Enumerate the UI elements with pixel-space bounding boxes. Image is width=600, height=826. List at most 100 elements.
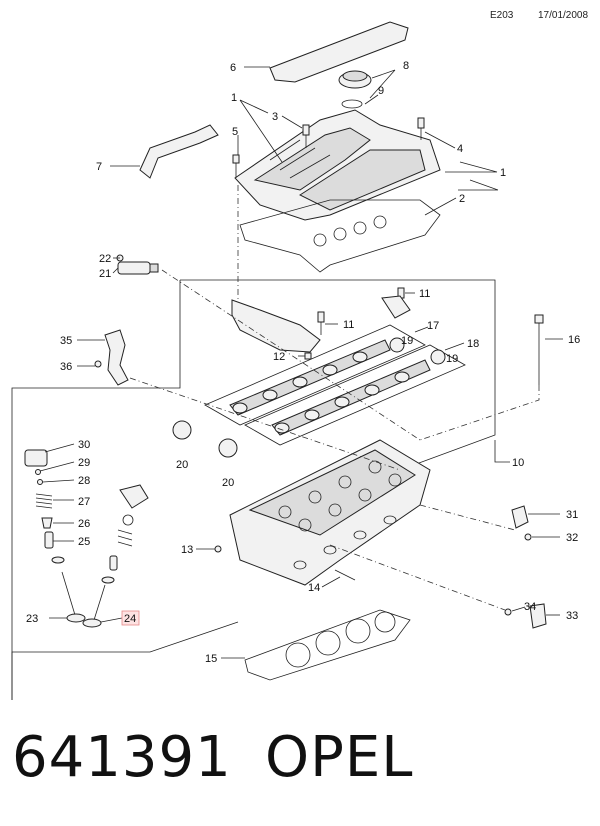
callout-17: 17	[427, 320, 439, 332]
callout-11-mid: 11	[343, 319, 354, 331]
bolt-34	[504, 608, 512, 616]
callout-21: 21	[99, 268, 111, 280]
assembly-line-e	[329, 544, 506, 611]
frame-bottom	[11, 621, 239, 700]
bolt-4	[417, 117, 425, 140]
callout-27: 27	[78, 496, 90, 508]
callout-19-right: 19	[446, 353, 458, 365]
frame-upper	[180, 279, 496, 471]
callout-20-right: 20	[222, 477, 234, 489]
callout-15: 15	[205, 653, 217, 665]
bolt-32	[524, 533, 532, 541]
callout-23: 23	[26, 613, 38, 625]
callout-labels: 6 8 9 1 3 5 4 7 1 2 22 21 11 11 17 16 18…	[26, 60, 580, 665]
cylinder-head-bolt	[534, 314, 544, 385]
valve-spring-27	[35, 493, 53, 509]
callout-16: 16	[568, 334, 580, 346]
callout-28: 28	[78, 475, 90, 487]
frame-right-10	[494, 440, 510, 463]
callout-1-top: 1	[231, 92, 237, 104]
callout-24: 24	[124, 613, 136, 625]
callout-2: 2	[459, 193, 465, 205]
intake-valve	[61, 571, 86, 623]
exhaust-valve	[82, 584, 106, 628]
callout-33: 33	[566, 610, 578, 622]
dowel-12	[304, 352, 312, 360]
callout-5: 5	[232, 126, 238, 138]
camshaft-seal-a	[389, 337, 405, 353]
filler-cap-seal	[341, 99, 363, 109]
diagram-date: 17/01/2008	[538, 10, 589, 21]
callout-6: 6	[230, 62, 236, 74]
camshaft-seal-b	[430, 349, 446, 365]
callout-24-highlight	[121, 610, 140, 626]
callout-30: 30	[78, 439, 90, 451]
cylinder-head	[229, 439, 431, 586]
bracket-11	[381, 295, 411, 319]
part-number: 641391	[12, 725, 232, 790]
callout-10: 10	[512, 457, 524, 469]
callout-36: 36	[60, 361, 72, 373]
camshaft-housing	[231, 299, 321, 353]
frame-left	[11, 280, 181, 700]
valve-seal-25	[44, 531, 54, 549]
callout-20-left: 20	[176, 459, 188, 471]
exhaust-camshaft	[271, 359, 431, 436]
callout-13: 13	[181, 544, 193, 556]
callout-29: 29	[78, 457, 90, 469]
bolt-36	[94, 360, 102, 368]
camshaft-sensor	[117, 261, 159, 275]
cam-cover	[234, 109, 441, 221]
callout-35: 35	[60, 335, 72, 347]
assembly-line-d	[419, 504, 516, 531]
hydraulic-lifter	[24, 449, 48, 467]
callout-18: 18	[467, 338, 479, 350]
callout-32: 32	[566, 532, 578, 544]
callout-31: 31	[566, 509, 578, 521]
assembly-line-c	[129, 377, 401, 471]
callout-3: 3	[272, 111, 278, 123]
callout-25: 25	[78, 536, 90, 548]
bolt-3	[302, 124, 310, 148]
callout-14: 14	[308, 582, 320, 594]
valve-keeper-28	[37, 479, 43, 485]
callout-26: 26	[78, 518, 90, 530]
bolt-5	[232, 154, 240, 178]
intake-camshaft	[229, 339, 391, 416]
callout-22: 22	[99, 253, 111, 265]
stud-14	[334, 569, 356, 581]
valve-collet	[51, 556, 65, 564]
top-cover-plate	[269, 21, 409, 83]
valve-retainer	[101, 576, 115, 584]
spring-right-28	[117, 514, 134, 547]
bracket-35	[104, 329, 129, 386]
valve-keeper-29	[35, 469, 41, 475]
bolt-11-b	[317, 311, 325, 335]
filler-cap	[338, 70, 372, 89]
callout-19-left: 19	[401, 335, 413, 347]
camshaft-box-18	[244, 344, 466, 446]
breather-hose	[139, 124, 219, 179]
leader-lines	[39, 66, 563, 659]
cover-gasket	[239, 199, 441, 273]
callout-8: 8	[403, 60, 409, 72]
bolt-13	[214, 545, 222, 553]
gasket-holes	[313, 215, 387, 247]
callout-11-right: 11	[419, 288, 430, 300]
bracket-33	[529, 603, 547, 629]
bracket-31	[511, 505, 529, 529]
camshaft-box-17	[204, 324, 426, 426]
valve-guide	[109, 555, 118, 571]
seal-20-b	[218, 438, 238, 458]
callout-34: 34	[524, 601, 536, 613]
spring-seat-26	[41, 517, 53, 529]
callout-12: 12	[273, 351, 285, 363]
seal-20-a	[172, 420, 192, 440]
diagram-code: E203	[490, 10, 514, 21]
exploded-parts-diagram: 6 8 9 1 3 5 4 7 1 2 22 21 11 11 17 16 18…	[11, 21, 580, 700]
brand-name: OPEL	[265, 725, 414, 790]
callout-4: 4	[457, 143, 463, 155]
callout-1-right: 1	[500, 167, 506, 179]
assembly-line-b	[161, 269, 421, 441]
callout-7: 7	[96, 161, 102, 173]
